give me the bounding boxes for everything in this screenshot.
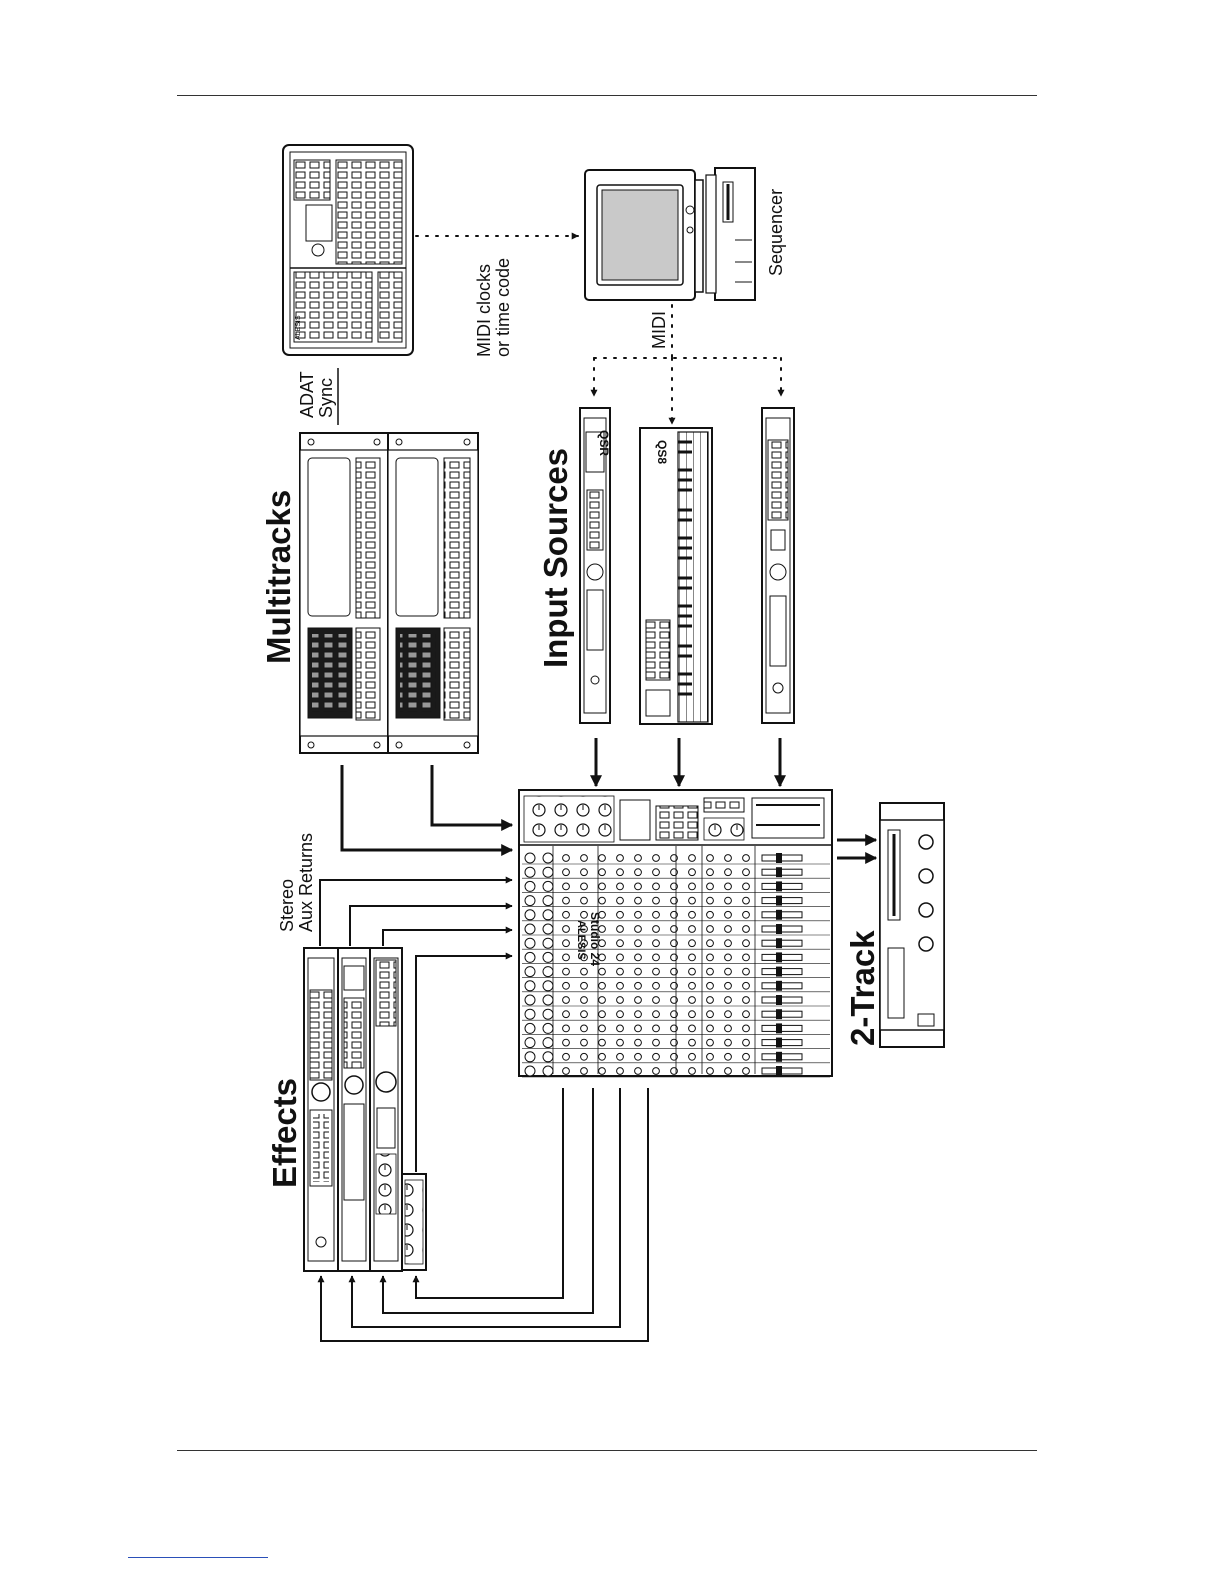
multitrack-to-mixer-lines	[342, 765, 512, 850]
effects-unit-1	[304, 948, 338, 1271]
midi-distribution-lines	[594, 305, 781, 424]
drum-module	[762, 408, 794, 723]
synth-module: QSR	[580, 408, 611, 723]
studio-24-mixer: ALESIS Studio 24	[519, 790, 832, 1077]
multitracks-heading: Multitracks	[260, 490, 297, 664]
adat-sync-label-line1: ADAT	[297, 371, 317, 418]
adat-remote-controller: ALESIS	[283, 145, 413, 355]
midi-clocks-label-line1: MIDI clocks	[474, 264, 494, 357]
sequencer-label: Sequencer	[766, 189, 786, 276]
synth-module-label: QSR	[597, 430, 611, 456]
midi-clocks-label-line2: or time code	[493, 258, 513, 357]
keyboard-label: QS8	[655, 440, 669, 464]
mixer-to-2track-arrows	[837, 840, 876, 858]
sequencer-computer	[585, 168, 755, 300]
keyboard-synth: QS8	[640, 428, 712, 724]
two-track-recorder	[880, 803, 944, 1047]
effects-unit-2	[338, 948, 370, 1271]
effects-unit-3	[370, 948, 402, 1271]
stereo-aux-returns-line1: Stereo	[277, 879, 297, 932]
adat-sync-label-line2: Sync	[316, 378, 336, 418]
remote-brand: ALESIS	[295, 315, 302, 340]
input-sources-heading: Input Sources	[537, 448, 574, 668]
mixer-model-label: Studio 24	[588, 912, 602, 966]
midi-label: MIDI	[649, 311, 669, 349]
effects-heading: Effects	[266, 1078, 303, 1188]
adat-multitrack-2	[388, 433, 478, 753]
mixer-brand: ALESIS	[575, 920, 587, 960]
input-to-mixer-arrows	[596, 738, 780, 786]
two-track-heading: 2-Track	[844, 930, 881, 1046]
adat-multitrack-1	[300, 433, 388, 753]
effects-unit-4	[402, 1174, 426, 1270]
stereo-aux-returns-line2: Aux Returns	[296, 833, 316, 932]
